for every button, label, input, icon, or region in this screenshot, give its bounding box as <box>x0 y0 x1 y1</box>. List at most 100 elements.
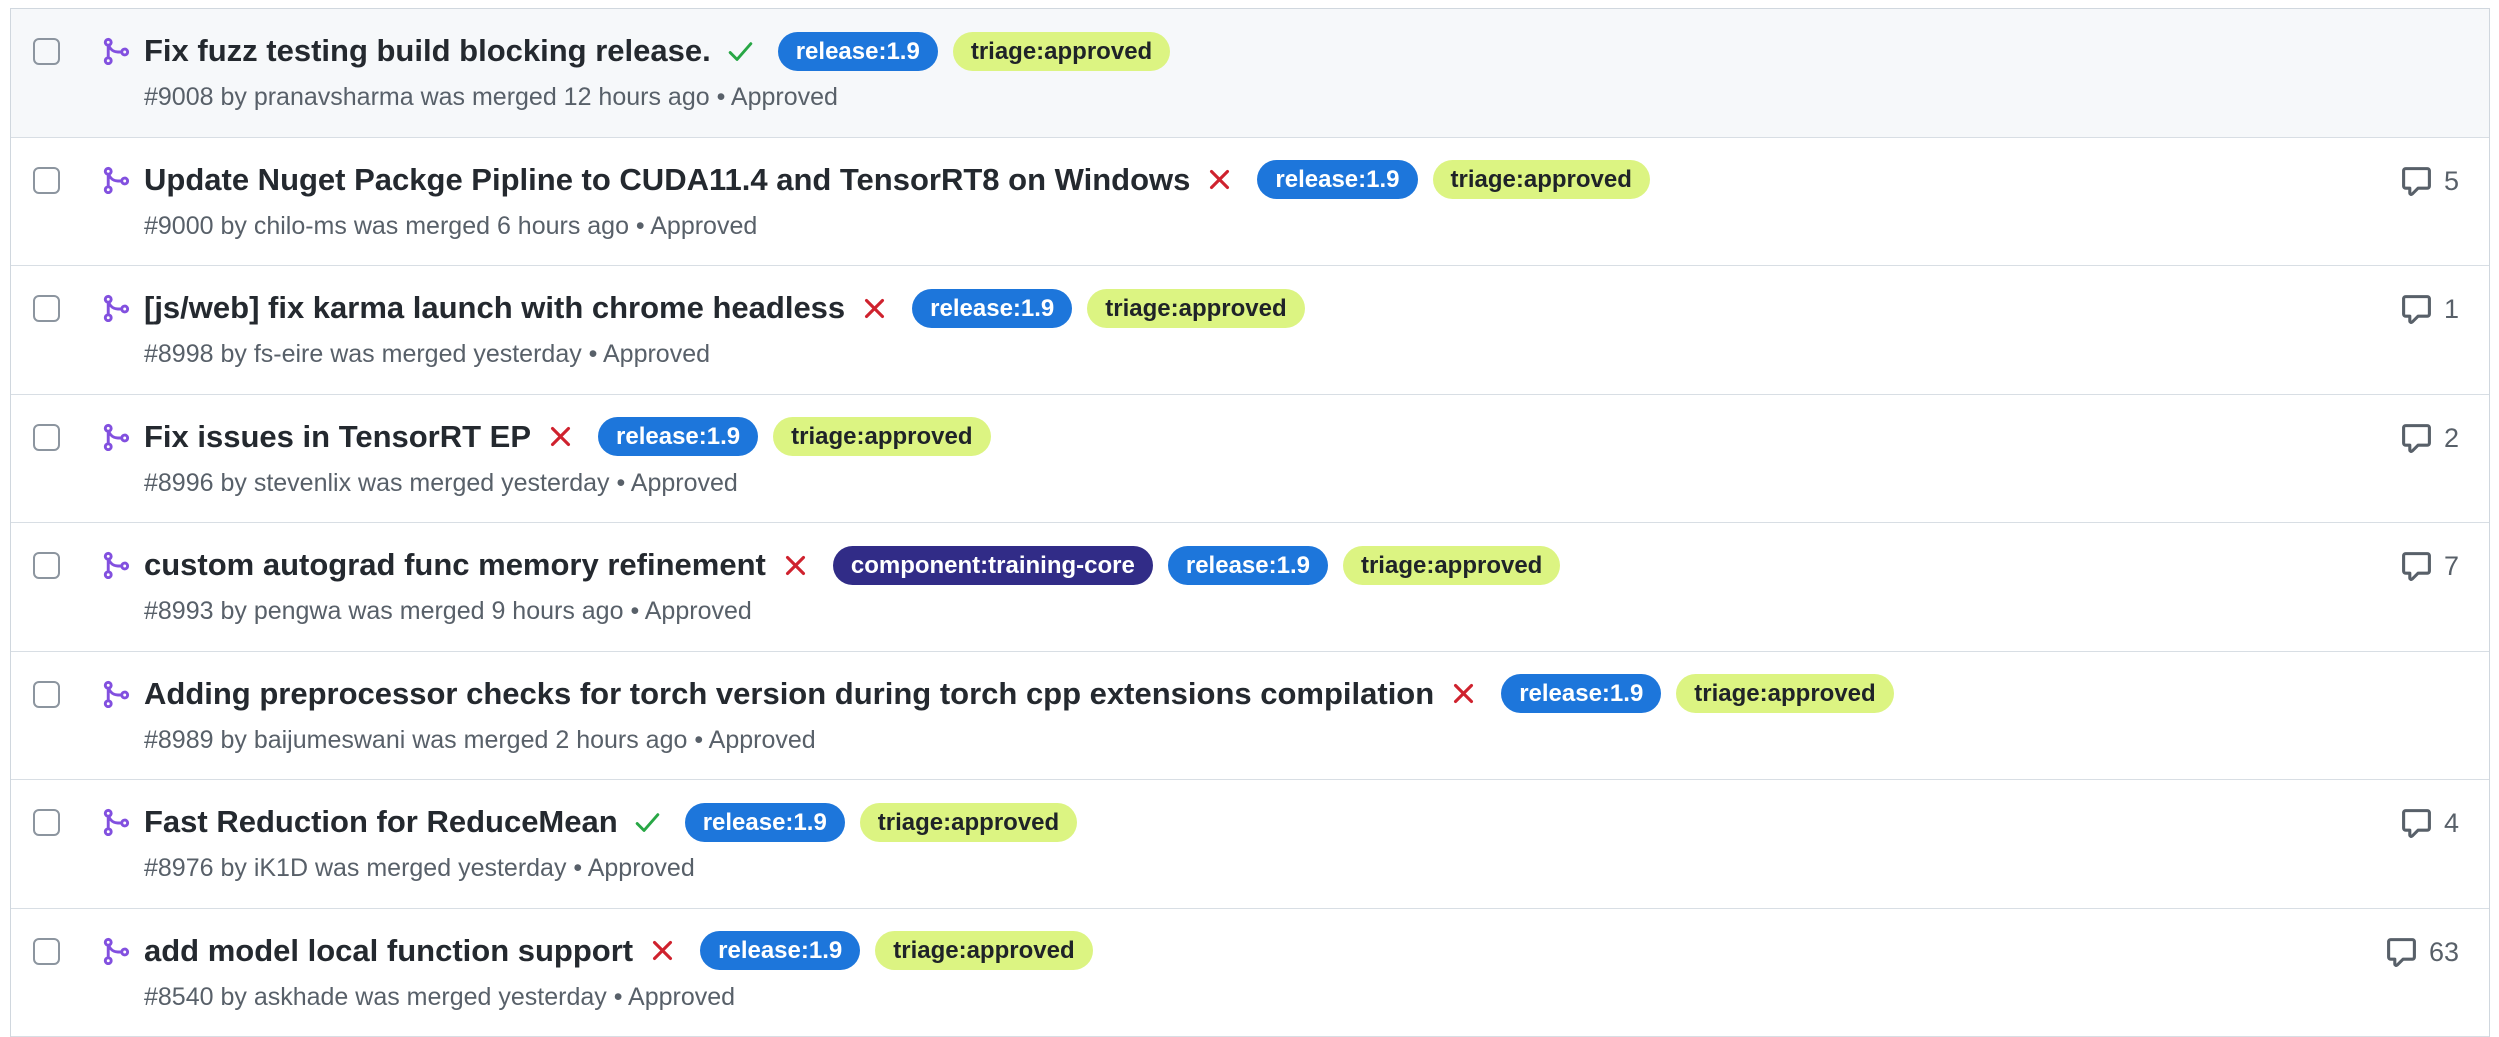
pr-main: Fast Reduction for ReduceMean release:1.… <box>144 802 2461 884</box>
pull-request-row: Adding preprocessor checks for torch ver… <box>11 652 2489 781</box>
pr-title-link[interactable]: Fix issues in TensorRT EP <box>144 417 531 457</box>
pr-meta: #9000 by chilo-ms was merged 6 hours ago… <box>144 211 2461 242</box>
label-group: release:1.9 triage:approved <box>700 931 1092 970</box>
pr-main: Update Nuget Packge Pipline to CUDA11.4 … <box>144 160 2461 242</box>
select-pr-checkbox[interactable] <box>33 938 60 965</box>
x-icon[interactable] <box>781 551 810 580</box>
git-merge-icon <box>100 36 131 67</box>
pull-request-row: Fix issues in TensorRT EP release:1.9 tri… <box>11 395 2489 524</box>
pr-main: add model local function support release… <box>144 931 2461 1013</box>
comment-count-button[interactable]: 63 <box>2385 936 2459 969</box>
pull-request-row: Fix fuzz testing build blocking release.… <box>11 9 2489 138</box>
check-icon[interactable] <box>726 37 755 66</box>
pr-meta: #8540 by askhade was merged yesterday • … <box>144 982 2461 1013</box>
label-pill[interactable]: release:1.9 <box>598 417 758 456</box>
comment-count: 5 <box>2444 166 2459 197</box>
comment-count-button[interactable]: 7 <box>2400 550 2459 583</box>
git-merge-icon <box>100 679 131 710</box>
label-pill[interactable]: release:1.9 <box>700 931 860 970</box>
comment-icon <box>2400 293 2433 326</box>
x-icon[interactable] <box>1205 165 1234 194</box>
pr-title-line: custom autograd func memory refinement c… <box>144 545 2461 585</box>
label-pill[interactable]: triage:approved <box>1433 160 1650 199</box>
label-group: release:1.9 triage:approved <box>685 803 1077 842</box>
check-icon[interactable] <box>633 808 662 837</box>
git-merge-icon <box>100 293 131 324</box>
x-icon[interactable] <box>546 422 575 451</box>
label-pill[interactable]: release:1.9 <box>912 289 1072 328</box>
label-pill[interactable]: triage:approved <box>860 803 1077 842</box>
label-group: release:1.9 triage:approved <box>1257 160 1649 199</box>
label-pill[interactable]: triage:approved <box>875 931 1092 970</box>
comment-icon <box>2385 936 2418 969</box>
pr-meta: #8993 by pengwa was merged 9 hours ago •… <box>144 596 2461 627</box>
label-pill[interactable]: release:1.9 <box>1168 546 1328 585</box>
pr-main: Fix fuzz testing build blocking release.… <box>144 31 2461 113</box>
pull-request-row: Fast Reduction for ReduceMean release:1.… <box>11 780 2489 909</box>
comment-count-button[interactable]: 5 <box>2400 165 2459 198</box>
select-pr-checkbox[interactable] <box>33 38 60 65</box>
pr-title-link[interactable]: add model local function support <box>144 931 633 971</box>
label-pill[interactable]: release:1.9 <box>1257 160 1417 199</box>
pr-title-line: Adding preprocessor checks for torch ver… <box>144 674 2461 714</box>
pr-meta: #8976 by iK1D was merged yesterday • App… <box>144 853 2461 884</box>
select-pr-checkbox[interactable] <box>33 167 60 194</box>
pr-meta: #9008 by pranavsharma was merged 12 hour… <box>144 82 2461 113</box>
pr-title-line: Fix issues in TensorRT EP release:1.9 tri… <box>144 417 2461 457</box>
pr-title-line: Fast Reduction for ReduceMean release:1.… <box>144 802 2461 842</box>
label-pill[interactable]: triage:approved <box>1676 674 1893 713</box>
pull-request-row: custom autograd func memory refinement c… <box>11 523 2489 652</box>
select-pr-checkbox[interactable] <box>33 809 60 836</box>
select-pr-checkbox[interactable] <box>33 552 60 579</box>
git-merge-icon <box>100 550 131 581</box>
comment-count: 7 <box>2444 551 2459 582</box>
pr-title-line: Update Nuget Packge Pipline to CUDA11.4 … <box>144 160 2461 200</box>
pr-meta: #8989 by baijumeswani was merged 2 hours… <box>144 725 2461 756</box>
pr-main: custom autograd func memory refinement c… <box>144 545 2461 627</box>
comment-count-button[interactable]: 4 <box>2400 807 2459 840</box>
pr-title-link[interactable]: Fix fuzz testing build blocking release. <box>144 31 711 71</box>
comment-icon <box>2400 165 2433 198</box>
pr-main: Adding preprocessor checks for torch ver… <box>144 674 2461 756</box>
pr-title-link[interactable]: custom autograd func memory refinement <box>144 545 766 585</box>
comment-count: 4 <box>2444 808 2459 839</box>
select-pr-checkbox[interactable] <box>33 424 60 451</box>
pr-title-line: add model local function support release… <box>144 931 2461 971</box>
label-group: release:1.9 triage:approved <box>912 289 1304 328</box>
label-pill[interactable]: triage:approved <box>953 32 1170 71</box>
label-group: release:1.9 triage:approved <box>1501 674 1893 713</box>
comment-icon <box>2400 807 2433 840</box>
comment-icon <box>2400 550 2433 583</box>
pr-title-link[interactable]: Fast Reduction for ReduceMean <box>144 802 618 842</box>
git-merge-icon <box>100 422 131 453</box>
pr-title-link[interactable]: Adding preprocessor checks for torch ver… <box>144 674 1434 714</box>
pr-main: [js/web] fix karma launch with chrome he… <box>144 288 2461 370</box>
select-pr-checkbox[interactable] <box>33 295 60 322</box>
select-pr-checkbox[interactable] <box>33 681 60 708</box>
label-pill[interactable]: component:training-core <box>833 546 1153 585</box>
label-pill[interactable]: release:1.9 <box>778 32 938 71</box>
x-icon[interactable] <box>648 936 677 965</box>
label-pill[interactable]: triage:approved <box>1343 546 1560 585</box>
pr-title-link[interactable]: [js/web] fix karma launch with chrome he… <box>144 288 845 328</box>
x-icon[interactable] <box>1449 679 1478 708</box>
pull-request-row: Update Nuget Packge Pipline to CUDA11.4 … <box>11 138 2489 267</box>
comment-icon <box>2400 422 2433 455</box>
pr-main: Fix issues in TensorRT EP release:1.9 tri… <box>144 417 2461 499</box>
pull-request-list: Fix fuzz testing build blocking release.… <box>10 8 2490 1037</box>
git-merge-icon <box>100 807 131 838</box>
pr-meta: #8996 by stevenlix was merged yesterday … <box>144 468 2461 499</box>
comment-count: 1 <box>2444 294 2459 325</box>
label-pill[interactable]: release:1.9 <box>1501 674 1661 713</box>
label-pill[interactable]: release:1.9 <box>685 803 845 842</box>
label-pill[interactable]: triage:approved <box>773 417 990 456</box>
pull-request-row: add model local function support release… <box>11 909 2489 1037</box>
label-group: release:1.9 triage:approved <box>778 32 1170 71</box>
x-icon[interactable] <box>860 294 889 323</box>
pr-title-line: [js/web] fix karma launch with chrome he… <box>144 288 2461 328</box>
comment-count-button[interactable]: 1 <box>2400 293 2459 326</box>
pr-title-link[interactable]: Update Nuget Packge Pipline to CUDA11.4 … <box>144 160 1190 200</box>
comment-count-button[interactable]: 2 <box>2400 422 2459 455</box>
label-pill[interactable]: triage:approved <box>1087 289 1304 328</box>
pull-request-row: [js/web] fix karma launch with chrome he… <box>11 266 2489 395</box>
